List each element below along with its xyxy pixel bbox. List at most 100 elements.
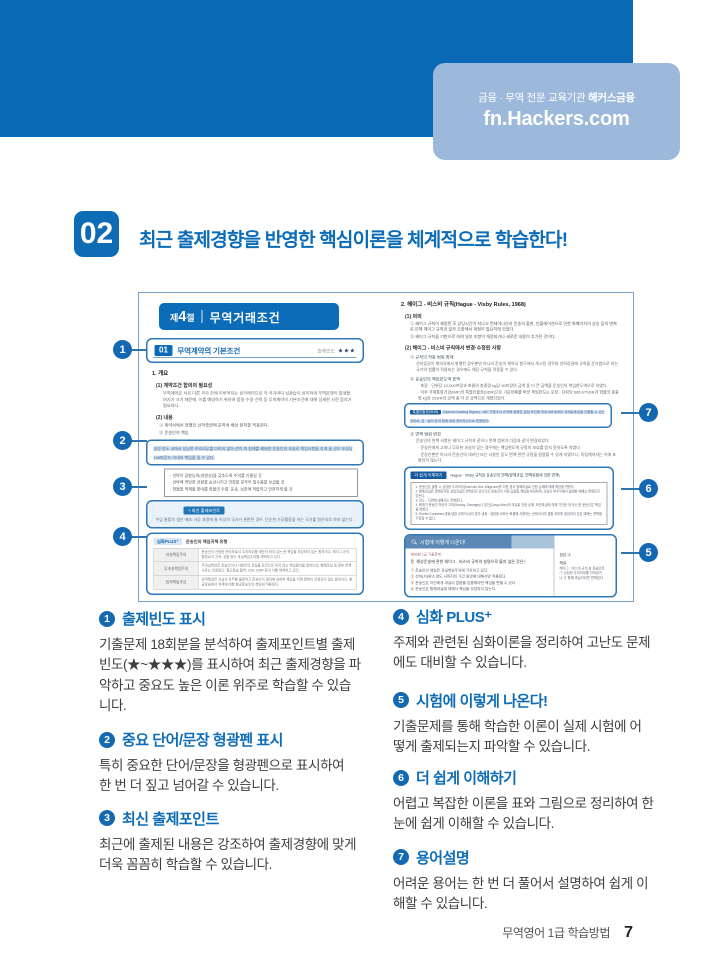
body-paragraph: 무역계약은 서로 다른 국가 간에 이루어지는 상거래이므로 각 국가마다 상관… bbox=[163, 390, 352, 409]
brand-box: 금융 · 무역 전문 교육기관 해커스금융 fn.Hackers.com bbox=[433, 63, 680, 160]
page-number: 7 bbox=[624, 924, 633, 941]
point-title: 무역계약의 기본조건 bbox=[177, 346, 241, 356]
bullet-item: 화물을 적재할 창내를 화물의 수령, 운송, 보존에 적합하고 안전하게 할 … bbox=[170, 486, 352, 493]
exam-sample-box: 시험에 이렇게 나온다! 제45회 1급 기출문제 문. 해상운송에 관한 헤이… bbox=[404, 533, 617, 598]
bullet-item: 선박에 적당한 선원을 승선시키고 의장을 갖추어 필수품을 보급할 것 bbox=[170, 479, 352, 486]
callout-line-7 bbox=[621, 412, 649, 414]
callout-circle-6: 6 bbox=[639, 479, 658, 498]
exam-question: 문. 해상운송에 관한 헤이그 - 비스비 규칙의 설명으로 옳지 않은 것은? bbox=[410, 559, 526, 564]
divider bbox=[201, 310, 203, 323]
numbered-item: ② 헤이그 규칙을 기반으로 하여 일부 조항이 개정되거나 새로운 내용이 추… bbox=[410, 334, 556, 339]
callout-line-1 bbox=[123, 349, 147, 351]
section-number-badge: 02 bbox=[74, 211, 119, 257]
callout-line-2 bbox=[123, 440, 147, 442]
callout-line-3 bbox=[123, 486, 147, 488]
numbered-item: ② 운송인의 책임 bbox=[159, 429, 189, 435]
number-badge: 6 bbox=[393, 769, 409, 786]
site-url: fn.Hackers.com bbox=[483, 108, 630, 130]
callout-circle-1: 1 bbox=[113, 340, 132, 359]
subheading: (2) 내용 bbox=[156, 414, 173, 421]
bullet-item: 이후 국제통화기금(IMF)의 특별인출권(SDR)으로 기준화폐를 바꾼 책임… bbox=[418, 390, 619, 402]
numbered-item: ① 헤이그 규칙이 제정된 후 상당시간이 지나고 컨테이너선과 운송의 출현,… bbox=[410, 321, 617, 332]
number-badge: 7 bbox=[393, 849, 409, 865]
page-footer: 무역영어 1급 학습방법 7 bbox=[502, 924, 633, 942]
number-badge: 4 bbox=[393, 608, 409, 625]
easy-label: 더 쉽게 이해하기 bbox=[410, 471, 447, 479]
overview-heading: 1. 개요 bbox=[152, 370, 169, 377]
callout-line-5 bbox=[621, 552, 649, 554]
exam-answer-panel: 정답 ③ 해설 헤이그 - 비스비 규칙 상 운송인은 ① 상당한 주의의무를 … bbox=[553, 548, 616, 596]
callout-circle-5: 5 bbox=[639, 543, 658, 562]
chapter-title: 무역거래조건 bbox=[209, 311, 281, 325]
frequency-rating: 출제빈도★★★ bbox=[317, 347, 356, 354]
exam-source: 제45회 1급 기출문제 bbox=[410, 552, 441, 557]
exam-option: ④ 운송인은 항해과실에 대해서 책임을 부담하지 않는다. bbox=[410, 586, 497, 592]
section-title: 최근 출제경향을 반영한 핵심이론을 체계적으로 학습한다! bbox=[139, 230, 568, 251]
brand-tagline: 금융 · 무역 전문 교육기관 해커스금융 bbox=[433, 90, 680, 105]
easy-understanding-box: 더 쉽게 이해하기 Hague - Visby 규칙상 운송인의 면책(항해과실… bbox=[404, 466, 614, 530]
plus-label: 심화PLUS⁺ bbox=[153, 537, 182, 545]
term-chip: 특별인출권(SDR) bbox=[410, 410, 441, 415]
exam-option: ③ 운송인은 자신에게 과실이 없음을 입증해야만 책임을 면할 수 있다. bbox=[410, 580, 517, 585]
answer-label: 정답 ③ bbox=[559, 552, 572, 557]
callout-circle-2: 2 bbox=[113, 431, 132, 450]
callout-circle-7: 7 bbox=[639, 403, 658, 422]
number-badge: 3 bbox=[99, 810, 115, 826]
term-definition-box: 특별인출권(SDR)(Special Drawing Rights) : IMF… bbox=[404, 403, 612, 429]
sub-point: ② 운송인의 책임한도액 증액 bbox=[410, 376, 461, 382]
bullet-item: 선박이 감항능력(내항성)을 갖추도록 주의를 기울일 것 bbox=[170, 472, 352, 479]
point-number-chip: 01 bbox=[154, 345, 173, 356]
callout-line-6 bbox=[621, 488, 649, 490]
callout-circle-4: 4 bbox=[113, 527, 132, 546]
exam-tab-label: 시험에 이렇게 나온다! bbox=[420, 540, 466, 546]
book-right-column: 2. 헤이그 - 비스비 규칙(Hague - Visby Rules, 196… bbox=[401, 300, 619, 598]
bullet-item: 포장 · 단위당 10,000프랑과 화물의 총중량 kg당 30프랑의 금액 … bbox=[418, 383, 619, 389]
highlighted-text-box: 일정 한도 내에서 상당한 주의의무를 다하지 않아 선박 측 침해를 제외한 … bbox=[146, 439, 364, 466]
numbered-item: ① 계약서에서 정했던 선하증권에 준하여 배상 원칙을 적용한다. bbox=[159, 422, 269, 428]
tab-extension bbox=[511, 535, 555, 549]
org-name: 해커스금융 bbox=[588, 92, 635, 104]
org-label: 금융 · 무역 전문 교육기관 bbox=[478, 92, 586, 104]
rules-heading: 2. 헤이그 - 비스비 규칙(Hague - Visby Rules, 196… bbox=[401, 301, 526, 308]
point-title-strip: 01 무역계약의 기본조건 출제빈도★★★ bbox=[146, 338, 364, 363]
subheading: (2) 헤이그 - 비스비 규칙에서 변경·수정된 사항 bbox=[405, 345, 501, 352]
bullet-item: 운송인에게 고의나 무모한 과실이 있는 경우에는 책임한도액 규정의 보호를 … bbox=[418, 445, 619, 451]
callout-circle-3: 3 bbox=[113, 477, 132, 496]
exam-point-label: + 최신 출제포인트 bbox=[183, 506, 225, 515]
exam-option: ① 운송인의 책임은 과실책임주의에 기초하고 있다. bbox=[410, 567, 489, 573]
subheading: (1) 의의 bbox=[405, 314, 422, 320]
number-badge: 2 bbox=[99, 731, 115, 748]
footer-breadcrumb: 무역영어 1급 학습방법 bbox=[502, 926, 611, 940]
sub-point: ③ 면책 범위 변경 bbox=[410, 431, 441, 437]
exam-option: ② 선하(서)류의 양도 시까지의 기간 동안에 대해서만 적용된다. bbox=[410, 574, 507, 579]
callout-line-4 bbox=[123, 536, 147, 538]
star-rating: ★★★ bbox=[337, 347, 356, 354]
number-badge: 1 bbox=[99, 610, 115, 627]
sub-point: ① 규칙의 적용 범위 확대 bbox=[410, 354, 454, 360]
bullet-item: 운송인뿐만 아니라 운송인의 대리인 또는 사용인 등도 면책 관련 규정을 원… bbox=[418, 452, 619, 464]
search-icon bbox=[411, 539, 417, 544]
latest-exam-point-box: + 최신 출제포인트 수입 물품의 생산·제조·가공 과정에 둘 이상의 국가가… bbox=[146, 499, 364, 529]
bullet-box: 선박이 감항능력(내항성)을 갖추도록 주의를 기울일 것 선박에 적당한 선원… bbox=[164, 468, 358, 497]
number-badge: 5 bbox=[393, 692, 409, 708]
